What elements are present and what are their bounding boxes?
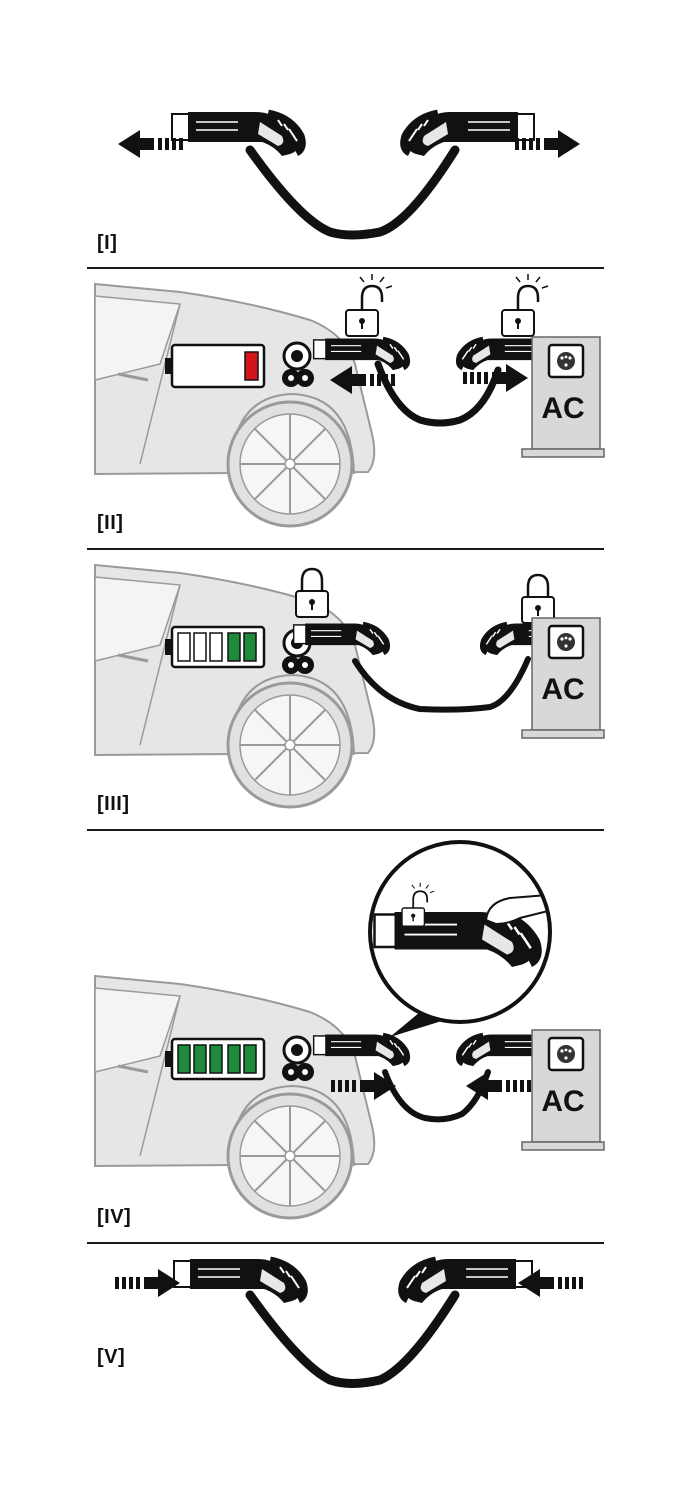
cable-icon (245, 1290, 460, 1388)
station-label: AC (541, 392, 584, 425)
cable-icon (374, 360, 502, 427)
divider (87, 548, 604, 550)
divider (87, 829, 604, 831)
plug-right-icon (403, 1259, 532, 1303)
cable-icon (352, 656, 531, 713)
cable-store-illustration (115, 1245, 583, 1388)
cable-icon (245, 145, 460, 240)
step-2-panel: AC [II] (0, 270, 691, 548)
car-icon (93, 563, 376, 809)
arrow-right-icon (115, 1269, 180, 1297)
lock-icon (520, 573, 556, 625)
car-icon (93, 974, 376, 1220)
plug-left-icon (172, 112, 301, 156)
step-4-panel: AC [IV] (0, 832, 691, 1242)
station-label: AC (541, 673, 584, 706)
plug-left-icon (174, 1259, 303, 1303)
magnifier-bubble-icon (368, 840, 552, 1037)
release-illustration: AC (93, 840, 606, 1220)
car-icon (93, 282, 376, 528)
charging-illustration: AC (93, 563, 606, 809)
plug-right-icon (405, 112, 534, 156)
step-label: [IV] (97, 1206, 132, 1228)
battery-icon (165, 625, 266, 669)
step-label: [II] (97, 512, 124, 534)
unlock-icon (344, 272, 394, 338)
station-label: AC (541, 1085, 584, 1118)
step-1-panel: [I] (0, 0, 691, 268)
divider (87, 267, 604, 269)
cable-icon (382, 1069, 491, 1123)
step-label: [I] (97, 232, 118, 254)
battery-icon (165, 1037, 266, 1081)
step-label: [III] (97, 793, 130, 815)
lock-icon (294, 567, 330, 619)
divider (87, 1242, 604, 1244)
battery-icon (165, 343, 266, 389)
step-5-panel: [V] (0, 1245, 691, 1445)
unlock-icon (500, 272, 550, 338)
step-label: [V] (97, 1346, 126, 1368)
plug-in-illustration: AC (93, 272, 606, 528)
cable-unplug-illustration (118, 0, 580, 240)
step-3-panel: AC [III] (0, 551, 691, 829)
